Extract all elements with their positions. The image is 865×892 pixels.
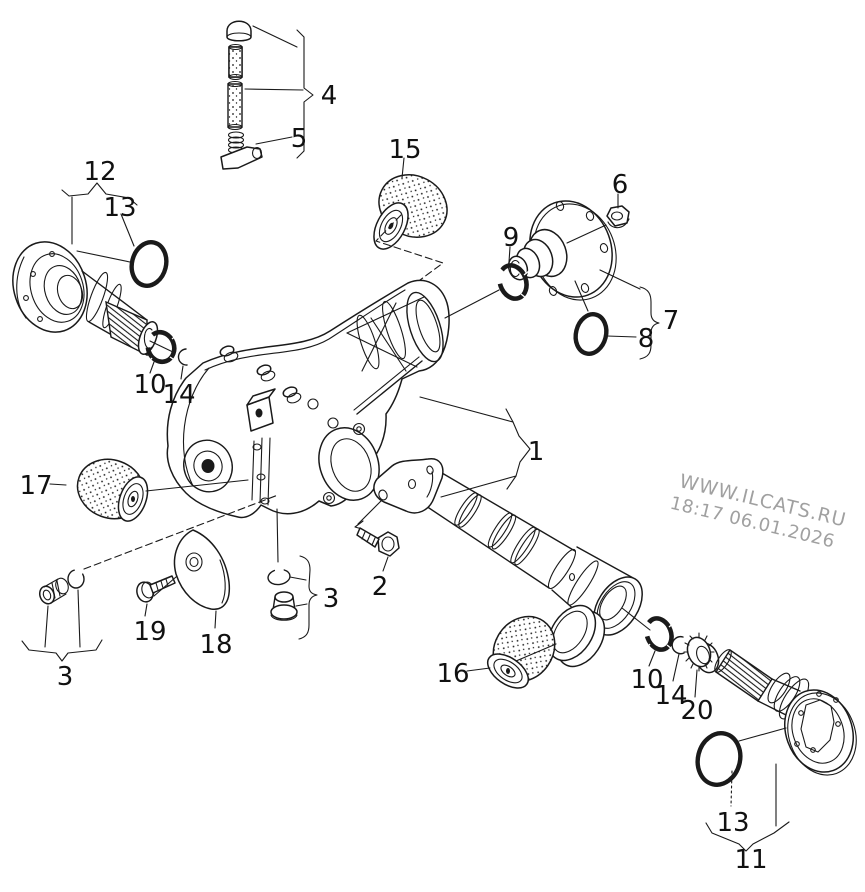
splined-shaft: [715, 649, 773, 702]
callout-2[interactable]: 2: [372, 572, 389, 602]
part-snap-ring-10-left: [145, 329, 178, 365]
bracket-4: [296, 29, 314, 159]
callout-16[interactable]: 16: [436, 659, 469, 689]
callout-14-left[interactable]: 14: [162, 380, 195, 410]
callout-13-right[interactable]: 13: [716, 808, 749, 838]
callout-10-right[interactable]: 10: [630, 665, 663, 695]
part-nut-6: [606, 205, 630, 229]
part-o-ring-13-right: [695, 731, 790, 852]
part-extension-tube: [373, 458, 643, 636]
callout-19[interactable]: 19: [133, 617, 166, 647]
callout-10-left[interactable]: 10: [133, 370, 166, 400]
part-clip-14-right: [671, 635, 685, 655]
assembly-axis-dashed: [83, 494, 279, 570]
callout-17[interactable]: 17: [19, 471, 52, 501]
callout-15[interactable]: 15: [388, 135, 421, 165]
bracket-3-mid: [298, 555, 318, 640]
callout-3-bottom-left[interactable]: 3: [57, 662, 74, 692]
callout-3-mid[interactable]: 3: [323, 584, 340, 614]
leader-1: [419, 396, 531, 498]
part-plug-washer-mid: [267, 508, 318, 640]
bracket-12: [61, 182, 138, 206]
part-o-ring-8: [573, 312, 609, 356]
axis-line-right: [621, 607, 651, 631]
bracket-11: [705, 821, 790, 852]
callout-6[interactable]: 6: [612, 170, 629, 200]
part-plug-washer-bottom-left: [21, 569, 103, 662]
part-bushing-17: [49, 458, 249, 522]
callout-7[interactable]: 7: [663, 306, 680, 336]
splined-end: [105, 300, 148, 357]
part-left-flange-shaft: [12, 241, 159, 357]
bracket-7: [639, 286, 660, 360]
callout-14-right[interactable]: 14: [654, 681, 687, 711]
bracket-3-bottom-left: [21, 639, 103, 662]
part-breather-assembly: [220, 20, 314, 170]
callout-20[interactable]: 20: [680, 696, 713, 726]
part-splined-sleeve-20: [648, 632, 720, 698]
part-snap-ring-10-right: [644, 616, 675, 652]
part-cover-18: [173, 529, 231, 629]
part-o-ring-13-left: [129, 240, 169, 288]
callout-12[interactable]: 12: [83, 157, 116, 187]
arrow-head: [354, 520, 364, 530]
callout-11[interactable]: 11: [734, 845, 767, 875]
callout-4[interactable]: 4: [321, 81, 338, 111]
part-bushing-15: [373, 157, 448, 304]
part-bolt-2: [354, 499, 400, 572]
part-tube-collar: [547, 604, 606, 668]
part-clip-14-left: [177, 348, 188, 366]
callout-labels: 4 5 15 12 13 6 9 7 8 10 14 1 17 2 3 19 1…: [19, 81, 767, 875]
watermark: WWW.ILCATS.RU 18:17 06.01.2026: [668, 470, 849, 552]
callout-5[interactable]: 5: [291, 124, 308, 154]
part-hub-flange: [507, 200, 617, 301]
part-final-drive-housing: [166, 279, 450, 519]
part-right-flange-shaft: [714, 649, 857, 827]
leaders-right-group: [444, 193, 660, 360]
callout-9[interactable]: 9: [503, 223, 520, 253]
callout-8[interactable]: 8: [638, 324, 655, 354]
part-bolt-19: [136, 563, 192, 617]
part-bushing-16: [466, 615, 557, 689]
callout-18[interactable]: 18: [199, 630, 232, 660]
callout-1[interactable]: 1: [528, 437, 545, 467]
part-breather-valve: [220, 131, 263, 170]
callout-13-left[interactable]: 13: [103, 193, 136, 223]
part-snap-ring-9: [497, 263, 530, 301]
leaders-left-group: [61, 182, 184, 380]
